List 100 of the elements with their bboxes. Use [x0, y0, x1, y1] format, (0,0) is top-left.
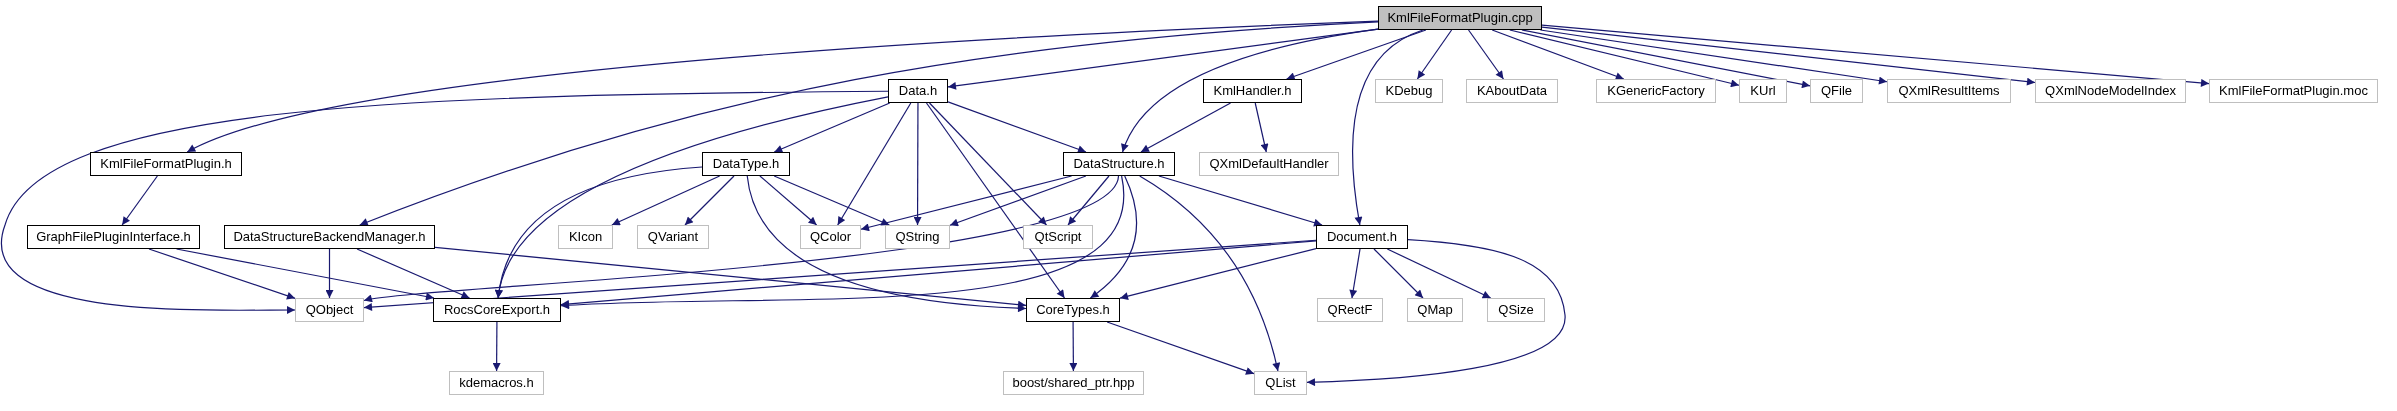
- file-name: QXmlNodeModelIndex: [2045, 83, 2176, 98]
- arrow: [947, 28, 1379, 90]
- file-box: [27, 225, 200, 249]
- arrow: [1491, 29, 1625, 80]
- file-box: [1810, 79, 1863, 103]
- file-box: [224, 225, 435, 249]
- file-box: [800, 225, 861, 249]
- arrow: [1119, 248, 1317, 301]
- file-name: QtScript: [1034, 229, 1082, 244]
- arrow: [773, 102, 891, 153]
- arrow: [611, 175, 721, 226]
- arrow: [434, 246, 1027, 309]
- file-name: boost/shared_ptr.hpp: [1012, 375, 1135, 390]
- file-name: QMap: [1417, 302, 1453, 317]
- file-name: kdemacros.h: [459, 375, 534, 390]
- file-box: [433, 298, 561, 322]
- file-name: QList: [1265, 375, 1296, 390]
- file-box: [1254, 371, 1307, 395]
- file-name: QObject: [305, 302, 354, 317]
- arrow: [1352, 29, 1424, 226]
- arrow: [1121, 28, 1379, 153]
- file-name: KGenericFactory: [1607, 83, 1705, 98]
- file-box: [1316, 225, 1408, 249]
- file-box: [1739, 79, 1787, 103]
- arrow: [1069, 321, 1078, 372]
- file-box: [1407, 298, 1463, 322]
- file-name: QColor: [809, 229, 852, 244]
- arrow: [492, 321, 501, 372]
- arrow: [1158, 175, 1323, 227]
- arrow: [1386, 248, 1492, 299]
- file-box: [1487, 298, 1545, 322]
- arrow: [949, 175, 1087, 227]
- file-box: [1023, 225, 1093, 249]
- arrow: [359, 21, 1379, 226]
- file-box: [1026, 298, 1120, 322]
- file-name: KUrl: [1750, 83, 1776, 98]
- arrow: [773, 175, 890, 226]
- file-box: [1887, 79, 2011, 103]
- file-name: DataType.h: [712, 156, 780, 171]
- arrow: [325, 248, 334, 299]
- arrow: [1067, 175, 1110, 226]
- file-name: DataStructureBackendManager.h: [233, 229, 426, 244]
- arrow: [363, 175, 1120, 304]
- file-box: [449, 371, 544, 395]
- file-name: KmlHandler.h: [1213, 83, 1292, 98]
- file-name: KDebug: [1385, 83, 1433, 98]
- arrow: [1467, 29, 1505, 80]
- arrow: [1521, 29, 1811, 89]
- file-name: Document.h: [1326, 229, 1398, 244]
- arrow: [121, 175, 158, 226]
- arrow: [1139, 175, 1280, 372]
- file-name: QSize: [1498, 302, 1534, 317]
- arrow: [1373, 248, 1424, 299]
- file-box: [2035, 79, 2186, 103]
- arrow: [1539, 29, 1888, 85]
- file-name: QXmlResultItems: [1898, 83, 2000, 98]
- arrow: [746, 175, 1027, 313]
- arrow: [1541, 26, 2036, 86]
- arrow: [148, 248, 296, 300]
- arrow: [837, 102, 912, 226]
- file-name: QVariant: [647, 229, 699, 244]
- file-box: [558, 225, 613, 249]
- file-name: KmlFileFormatPlugin.cpp: [1387, 10, 1533, 25]
- file-name: QFile: [1820, 83, 1853, 98]
- file-box: [1199, 152, 1339, 176]
- file-box: [1466, 79, 1558, 103]
- file-box: [2209, 79, 2378, 103]
- arrow: [1416, 29, 1453, 80]
- file-name: CoreTypes.h: [1036, 302, 1110, 317]
- arrow: [1349, 248, 1361, 299]
- file-box: [888, 79, 948, 103]
- arrow: [356, 248, 471, 299]
- file-box: [1063, 152, 1175, 176]
- arrow: [1140, 102, 1232, 153]
- file-box: [90, 152, 242, 176]
- file-name: QRectF: [1327, 302, 1373, 317]
- arrow: [1541, 24, 2210, 87]
- arrow: [928, 102, 1048, 226]
- file-name: KmlFileFormatPlugin.moc: [2219, 83, 2368, 98]
- arrow: [495, 166, 703, 299]
- arrow: [947, 101, 1087, 154]
- file-name: KAboutData: [1476, 83, 1548, 98]
- arrow: [1254, 102, 1269, 153]
- arrow: [1286, 29, 1427, 81]
- arrow: [1509, 29, 1740, 88]
- arrow: [1089, 175, 1138, 299]
- arrow: [925, 102, 1066, 299]
- file-box: [1378, 6, 1542, 30]
- arrow: [560, 240, 1317, 308]
- file-name: DataStructure.h: [1073, 156, 1165, 171]
- arrow: [560, 175, 1123, 310]
- file-box: [1375, 79, 1443, 103]
- arrow: [913, 102, 922, 226]
- file-box: [1203, 79, 1302, 103]
- file-box: [702, 152, 790, 176]
- file-box: [637, 225, 709, 249]
- file-name: QString: [895, 229, 940, 244]
- file-name: GraphFilePluginInterface.h: [36, 229, 191, 244]
- file-name: Data.h: [898, 83, 938, 98]
- file-box: [295, 298, 364, 322]
